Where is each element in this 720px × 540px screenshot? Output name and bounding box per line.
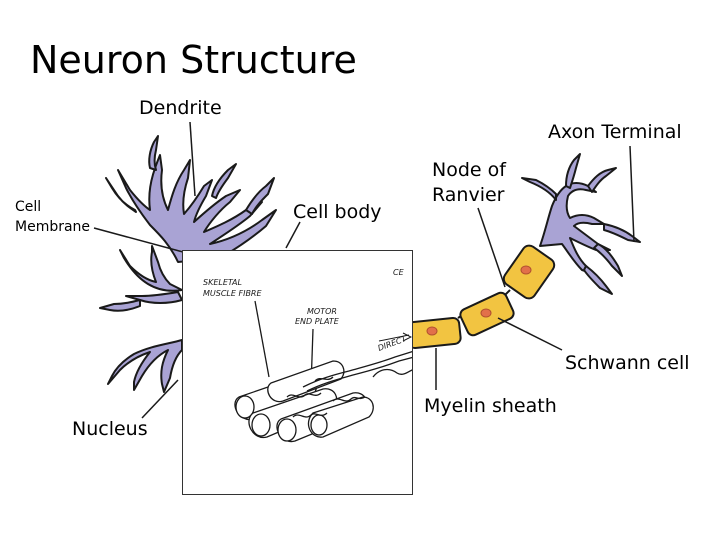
label-nucleus: Nucleus <box>72 418 148 440</box>
nucleus-leader <box>141 379 179 419</box>
label-schwann-cell: Schwann cell <box>565 352 690 374</box>
inset-motor-2: END PLATE <box>295 317 340 326</box>
axon-terminal-leader <box>629 145 635 243</box>
label-axon-terminal: Axon Terminal <box>548 121 682 143</box>
inset-corner-text: CE <box>393 268 405 277</box>
label-node-line2: Ranvier <box>432 184 505 206</box>
axon-terminal <box>521 153 641 295</box>
schwann-nucleus-2 <box>480 308 492 318</box>
end-plate-3 <box>332 396 366 402</box>
inset-motor-1: MOTOR <box>307 307 337 316</box>
muscle-fibre-sketch: SKELETAL MUSCLE FIBRE MOTOR END PLATE DI… <box>203 268 412 443</box>
end-plate-4 <box>314 376 334 382</box>
inset-heading-2: MUSCLE FIBRE <box>203 289 262 298</box>
schwann-nucleus-1 <box>426 326 438 336</box>
cellbody-leader <box>285 221 301 249</box>
end-plate-1 <box>286 392 322 398</box>
dendrite-tree <box>99 135 277 393</box>
label-membrane-line1: Cell <box>15 199 42 215</box>
dendrite-leader <box>189 121 196 197</box>
page-title: Neuron Structure <box>30 38 357 82</box>
inset-heading-1: SKELETAL <box>203 278 242 287</box>
inset-direction: DIRECT <box>377 334 409 353</box>
label-dendrite: Dendrite <box>139 97 222 119</box>
label-cell-membrane: Cell Membrane <box>15 197 90 237</box>
membrane-leader <box>93 227 184 253</box>
label-node-of-ranvier: Node of Ranvier <box>432 158 506 208</box>
myelin-sheath <box>406 244 556 350</box>
muscle-fibre-inset: SKELETAL MUSCLE FIBRE MOTOR END PLATE DI… <box>182 250 413 495</box>
schwann-leader <box>497 317 563 351</box>
end-plate-2 <box>292 412 328 418</box>
label-cell-body: Cell body <box>293 201 382 223</box>
inset-heading-leader <box>254 300 270 378</box>
motor-nerve <box>302 350 412 388</box>
schwann-nucleus-3 <box>520 265 532 275</box>
label-membrane-line2: Membrane <box>15 219 91 235</box>
label-myelin-sheath: Myelin sheath <box>424 395 557 417</box>
label-node-line1: Node of <box>432 159 506 181</box>
node-leader <box>477 207 506 288</box>
leader-lines <box>93 121 635 419</box>
